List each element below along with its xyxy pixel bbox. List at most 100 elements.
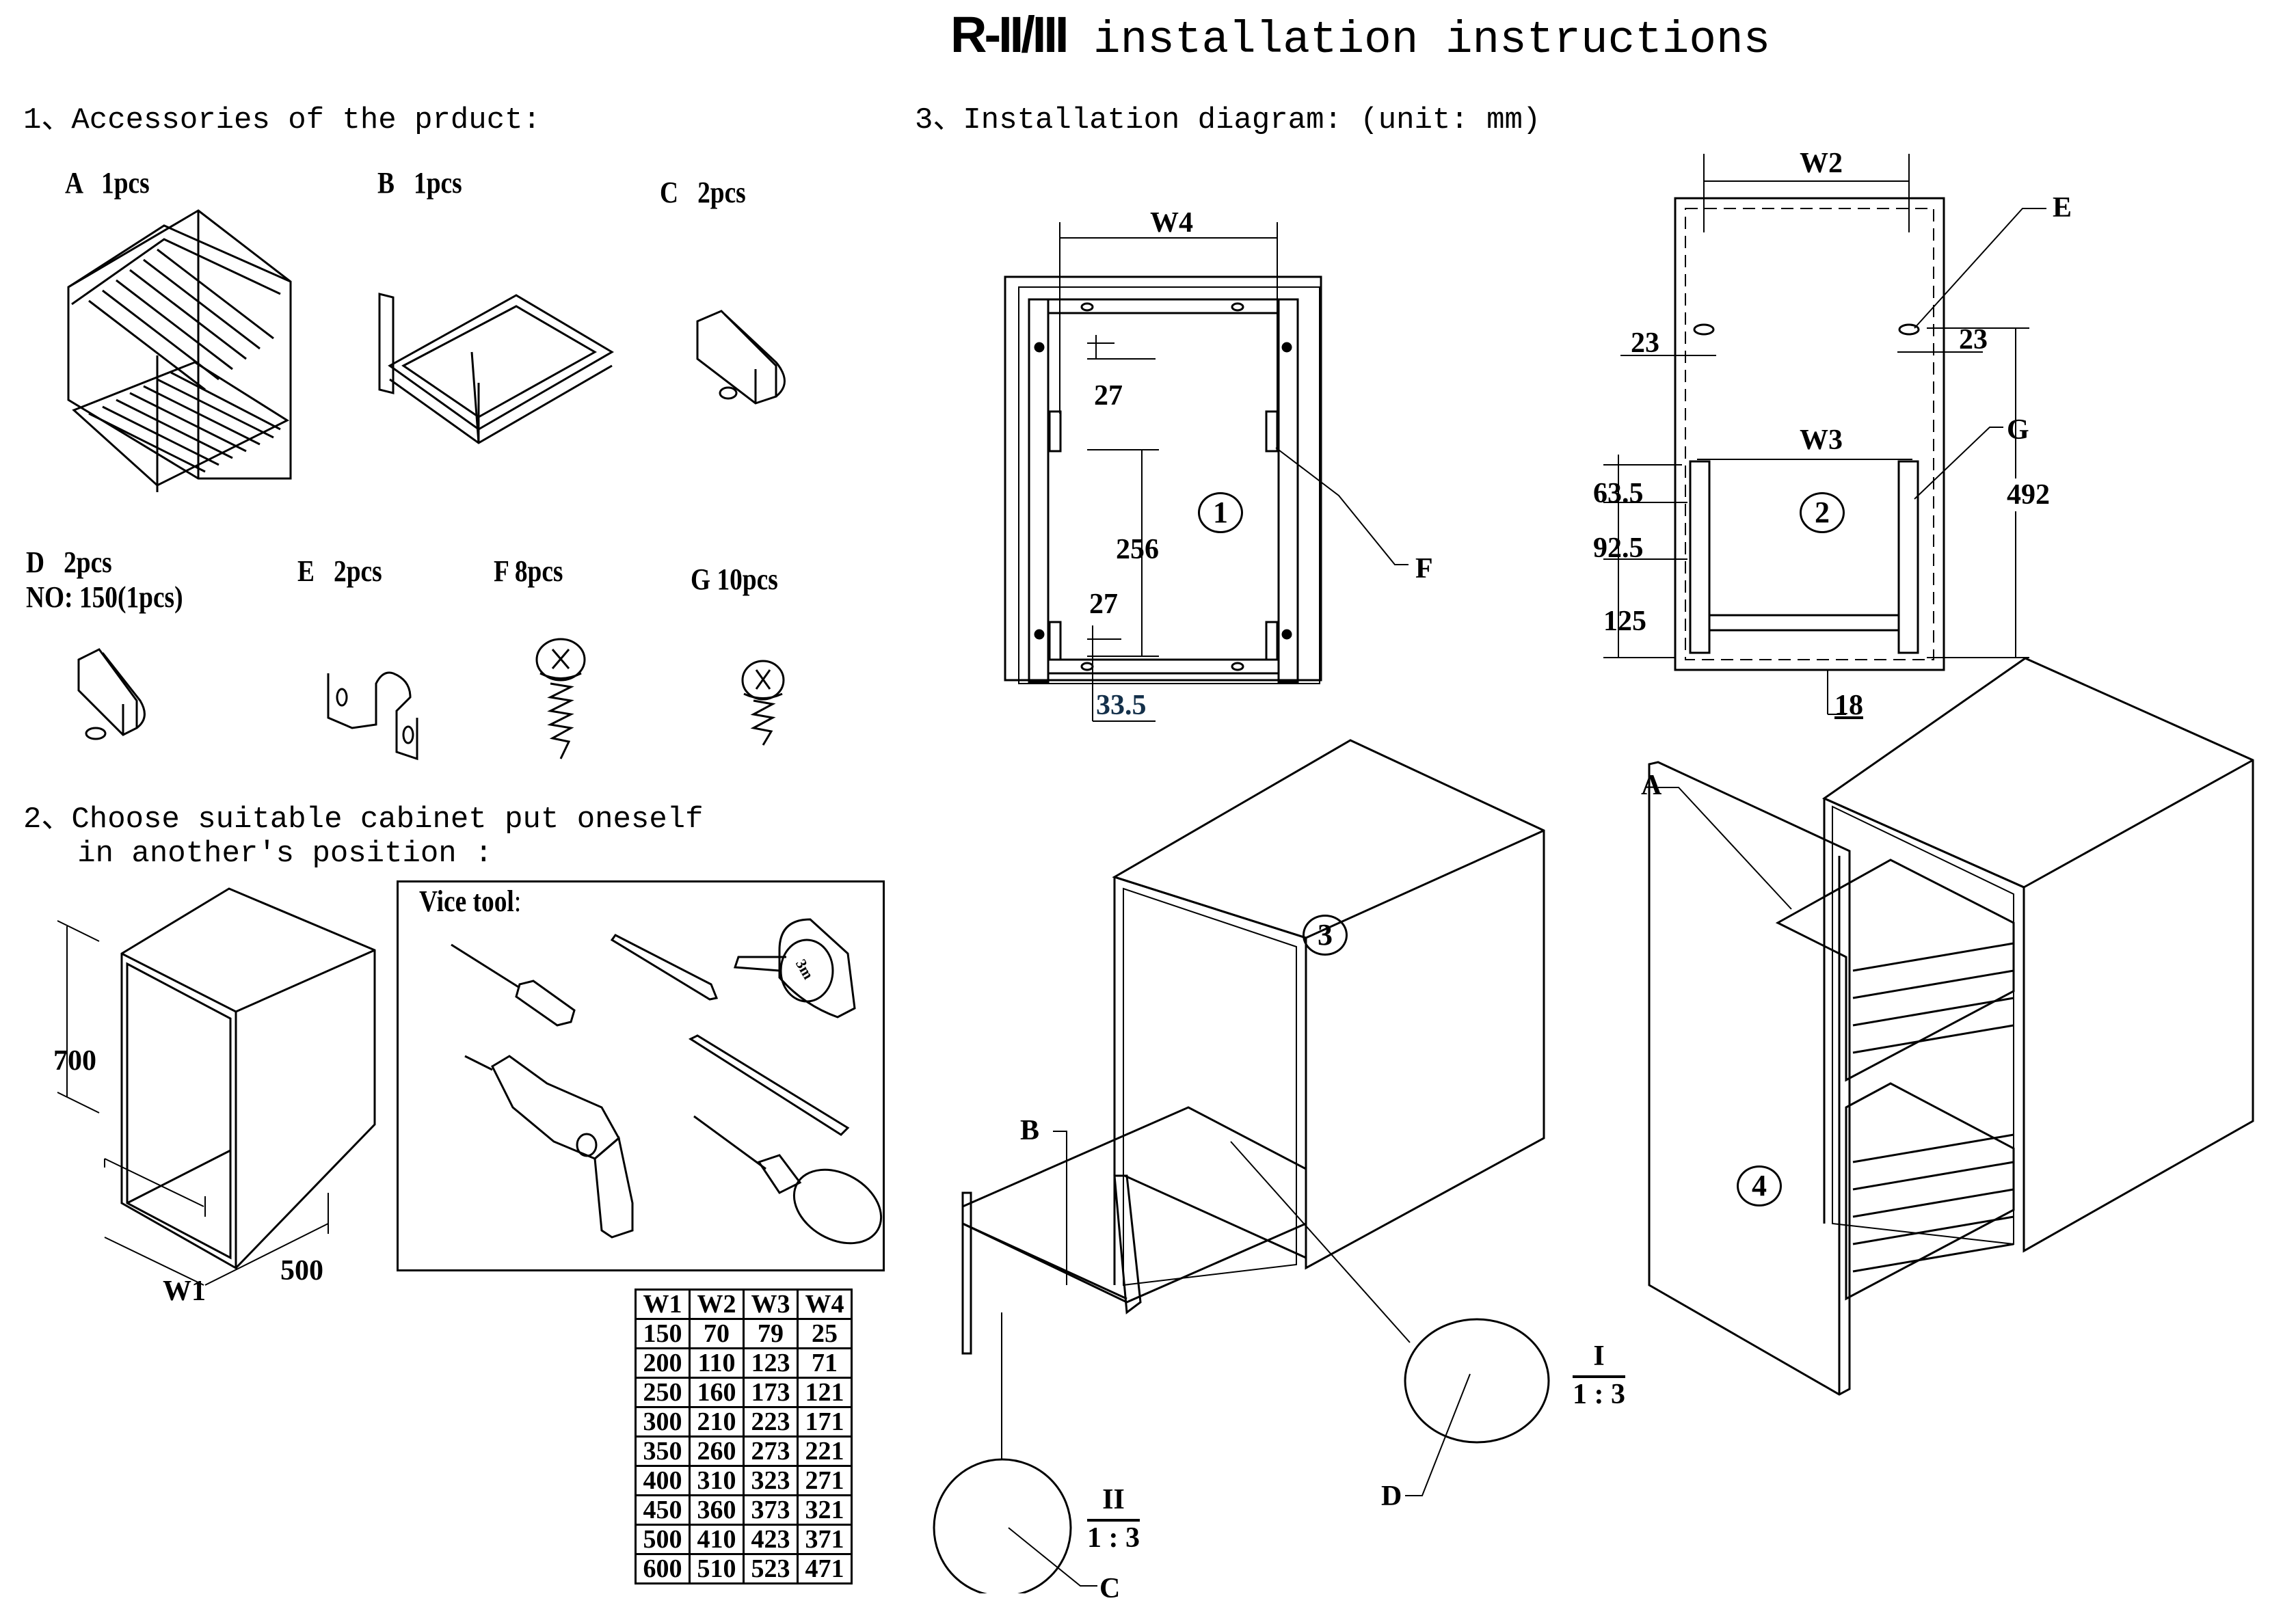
awl-icon: [693, 1115, 883, 1245]
tools-box: Vice tool:: [397, 880, 885, 1271]
table-cell-w2: 260: [689, 1435, 745, 1467]
table-cell-w3: 79: [743, 1318, 799, 1349]
detail-i-label: I: [1573, 1340, 1625, 1378]
table-cell-w1: 400: [635, 1465, 691, 1496]
table-cell-w4: 25: [797, 1318, 853, 1349]
cabinet-depth-label: 500: [280, 1255, 323, 1286]
clip-icon: [77, 648, 146, 740]
cabinet-width-label: W1: [163, 1276, 206, 1307]
section3-heading: 3、Installation diagram: (unit: mm): [915, 103, 1541, 137]
section1-heading: 1、Accessories of the prduct:: [23, 103, 541, 137]
diagram2-dim-125: 125: [1603, 606, 1646, 637]
accessory-d-label: D 2pcs: [26, 545, 112, 579]
table-cell-w1: 450: [635, 1494, 691, 1526]
detail-ii-ratio: 1 : 3: [1087, 1522, 1140, 1554]
table-cell-w3: 373: [743, 1494, 799, 1526]
table-header-row: W1 W2 W3 W4: [635, 1289, 853, 1320]
diagram1-dim-offset: 33.5: [1096, 690, 1147, 721]
table-cell-w4: 171: [797, 1406, 853, 1438]
table-cell-w2: 160: [689, 1377, 745, 1408]
diagram1-width-label: W4: [1150, 207, 1193, 239]
table-cell-w2: 110: [689, 1347, 745, 1379]
header-w4: W4: [797, 1289, 853, 1320]
diagram2-callout-e: E: [2053, 192, 2072, 224]
table-cell-w3: 173: [743, 1377, 799, 1408]
clip-icon: [696, 310, 786, 405]
diagram-3-cabinet-with-frame: [933, 739, 1550, 1593]
diagram1-dim-middle: 256: [1116, 534, 1159, 565]
accessory-a-label: A 1pcs: [65, 166, 150, 200]
section2-heading-line1: 2、Choose suitable cabinet put oneself: [23, 802, 704, 837]
diagram-2-side-view: [1603, 154, 2046, 715]
table-cell-w3: 123: [743, 1347, 799, 1379]
detail-ii-scale: II 1 : 3: [1087, 1483, 1140, 1554]
header-w3: W3: [743, 1289, 799, 1320]
title-model: R-II/III: [950, 6, 1069, 63]
pencil-icon: [610, 934, 719, 1001]
accessory-c-label: C 2pcs: [660, 176, 746, 209]
diagram1-callout-f: F: [1415, 553, 1433, 584]
diagram2-dim-right-offset: 23: [1959, 324, 1988, 355]
table-cell-w4: 121: [797, 1377, 853, 1408]
cabinet-dimension-drawing: [57, 887, 376, 1286]
table-cell-w1: 150: [635, 1318, 691, 1349]
table-cell-w2: 410: [689, 1524, 745, 1555]
diagram1-dim-top: 27: [1094, 380, 1123, 412]
table-cell-w2: 210: [689, 1406, 745, 1438]
section2-heading-line2: in another's position :: [23, 837, 493, 871]
step-1-badge: 1: [1198, 492, 1243, 533]
screw-icon: [741, 660, 785, 746]
slide-frame-icon: [378, 293, 614, 444]
diagram2-dim-492: 492: [2007, 478, 2050, 511]
table-cell-w2: 310: [689, 1465, 745, 1496]
tools-title: Vice tool:: [419, 885, 522, 918]
cabinet-height-label: 700: [53, 1045, 96, 1077]
diagram3-callout-b: B: [1020, 1115, 1040, 1146]
tools-illustrations: [451, 918, 883, 1245]
title-text: installation instructions: [1066, 14, 1771, 66]
ruler-icon: [688, 1034, 850, 1136]
pull-out-basket-icon: [67, 209, 292, 492]
detail-i-scale: I 1 : 3: [1573, 1340, 1625, 1411]
diagram-4-installed-basket: [1648, 657, 2254, 1396]
table-cell-w1: 300: [635, 1406, 691, 1438]
table-cell-w4: 271: [797, 1465, 853, 1496]
drill-icon: [464, 1055, 634, 1239]
table-cell-w2: 70: [689, 1318, 745, 1349]
diagram3-callout-c: C: [1099, 1573, 1121, 1604]
table-cell-w3: 223: [743, 1406, 799, 1438]
table-cell-w4: 71: [797, 1347, 853, 1379]
diagram2-callout-g: G: [2007, 414, 2029, 446]
step-4-badge: 4: [1737, 1165, 1782, 1206]
tape-measure-icon: [733, 918, 856, 1019]
table-cell-w2: 510: [689, 1553, 745, 1584]
diagram2-dim-18: 18: [1834, 690, 1863, 721]
diagram2-dim-63-5: 63.5: [1593, 478, 1644, 509]
step-3-badge: 3: [1303, 915, 1348, 956]
table-cell-w1: 200: [635, 1347, 691, 1379]
document-title: R-II/III installation instructions: [950, 5, 1770, 66]
header-w2: W2: [689, 1289, 745, 1320]
accessory-g-label: G 10pcs: [691, 563, 778, 596]
step-2-badge: 2: [1800, 492, 1845, 533]
table-cell-w3: 523: [743, 1553, 799, 1584]
diagram4-callout-a: A: [1641, 770, 1662, 801]
table-cell-w1: 350: [635, 1435, 691, 1467]
bracket-icon: [327, 671, 418, 761]
diagram1-dim-bottom: 27: [1089, 589, 1118, 620]
table-cell-w1: 600: [635, 1553, 691, 1584]
table-cell-w4: 321: [797, 1494, 853, 1526]
table-cell-w3: 323: [743, 1465, 799, 1496]
detail-i-ratio: 1 : 3: [1573, 1379, 1625, 1410]
accessory-d-note: NO: 150(1pcs): [26, 580, 183, 614]
